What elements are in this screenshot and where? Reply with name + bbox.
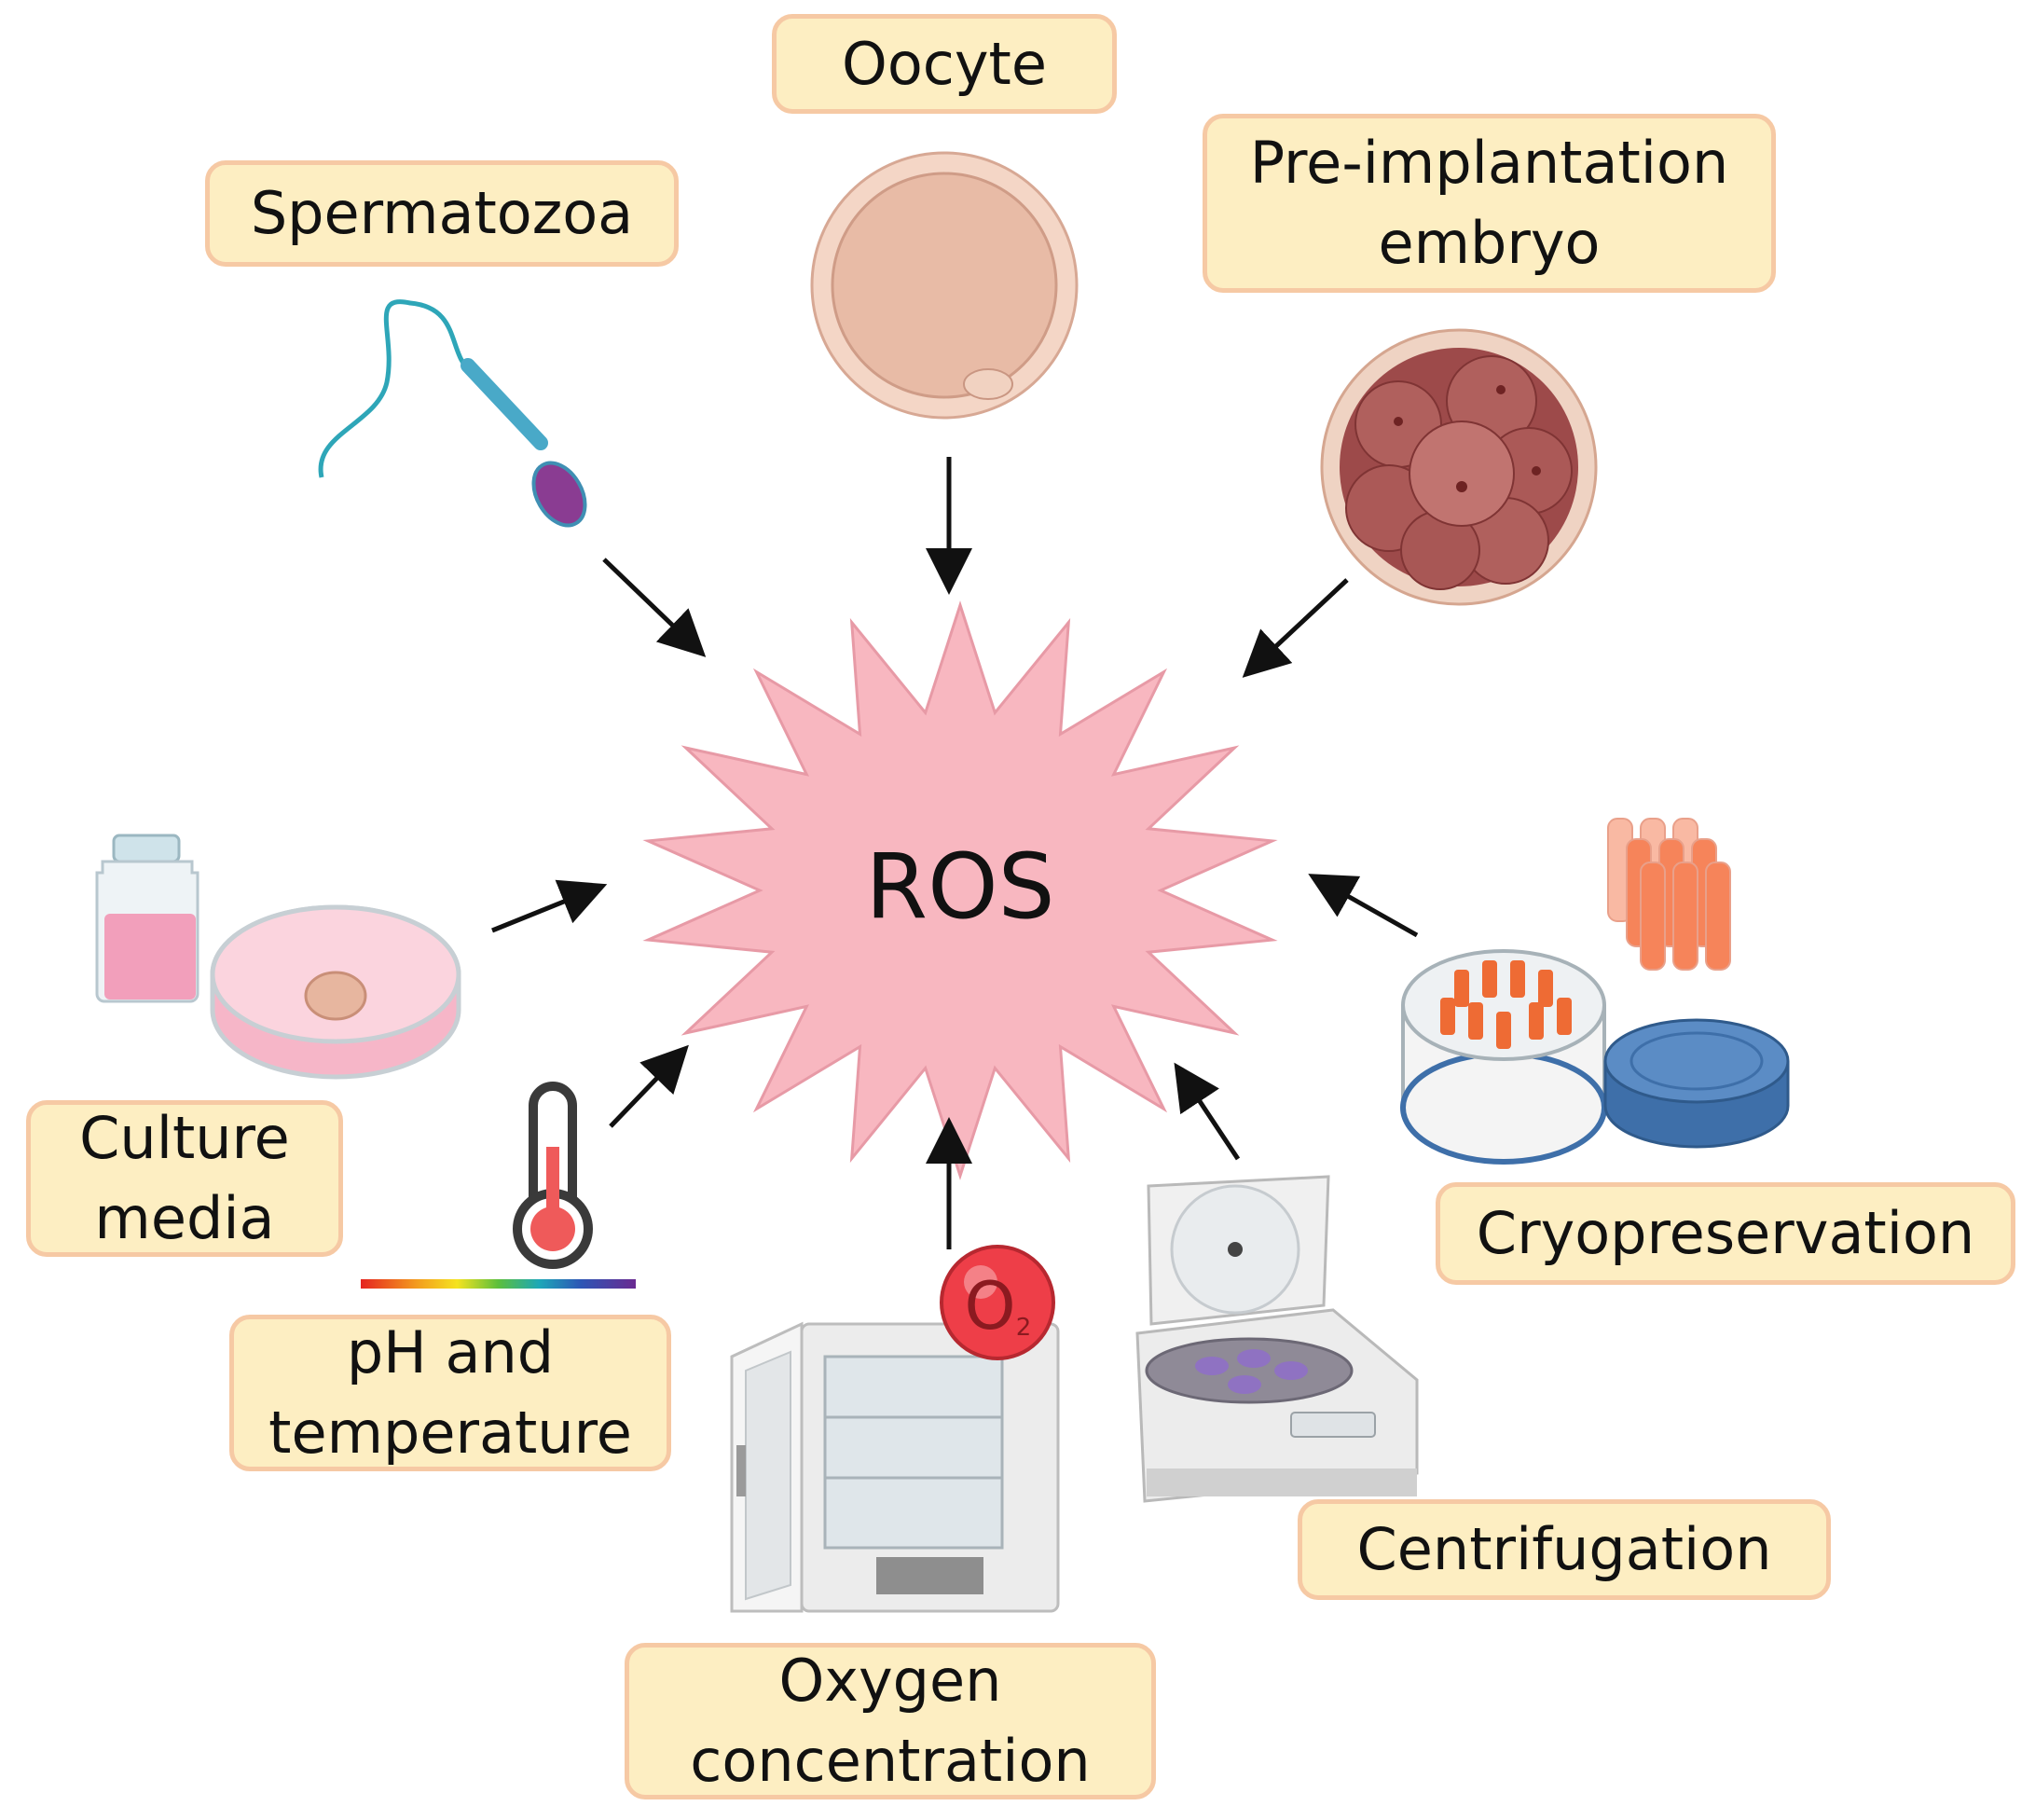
incubator-icon (730, 1321, 1060, 1613)
oxygen-badge-subscript: 2 (1016, 1314, 1032, 1342)
ros-starburst (642, 600, 1278, 1180)
label-oxygen-line-1: Oxygen (778, 1647, 1002, 1716)
label-centrifugation: Centrifugation (1298, 1499, 1831, 1600)
label-embryo-line-1: Pre-implantation (1249, 129, 1729, 198)
label-culture-line-1: Culture (79, 1104, 290, 1173)
label-embryo-line-2: embryo (1378, 209, 1601, 277)
label-pre-implantation-embryo: Pre-implantation embryo (1203, 114, 1776, 293)
centrifuge-icon (1135, 1175, 1419, 1503)
cryo-tank-icon (1400, 818, 1790, 1165)
label-spermatozoa-line-1: Spermatozoa (250, 179, 634, 248)
spermatozoon-icon (318, 299, 587, 528)
oxygen-badge-symbol: O (964, 1268, 1015, 1344)
label-oocyte: Oocyte (772, 14, 1117, 114)
arrow-cryopreservation (1308, 874, 1419, 938)
label-ph-line-1: pH and (346, 1318, 555, 1387)
label-cryopreservation-line-1: Cryopreservation (1476, 1199, 1975, 1268)
arrow-centrifugation (1174, 1062, 1241, 1161)
label-oxygen-concentration: Oxygen concentration (625, 1643, 1156, 1799)
label-culture-media: Culture media (26, 1100, 343, 1257)
label-ph-line-2: temperature (268, 1399, 632, 1467)
petri-dish-icon (95, 834, 461, 1080)
label-centrifugation-line-1: Centrifugation (1356, 1515, 1772, 1584)
thermometer-icon (361, 1082, 636, 1289)
label-ph-temperature: pH and temperature (229, 1315, 671, 1471)
ros-label: ROS (865, 834, 1055, 939)
label-spermatozoa: Spermatozoa (205, 160, 679, 267)
arrow-culture-media (491, 879, 608, 933)
label-culture-line-2: media (94, 1184, 275, 1252)
label-oxygen-line-2: concentration (690, 1727, 1091, 1795)
cryo-tubes (1607, 818, 1731, 971)
arrow-embryo (1242, 578, 1349, 678)
label-cryopreservation: Cryopreservation (1436, 1182, 2015, 1285)
label-oocyte-line-1: Oocyte (842, 29, 1047, 98)
oxygen-badge: O 2 (940, 1245, 1055, 1360)
arrow-spermatozoa (602, 558, 707, 657)
oocyte-icon (810, 151, 1079, 420)
arrow-ph-temperature (609, 1044, 689, 1128)
embryo-icon (1320, 328, 1598, 606)
arrows (491, 457, 1419, 1249)
ph-spectrum-bar (361, 1279, 636, 1289)
